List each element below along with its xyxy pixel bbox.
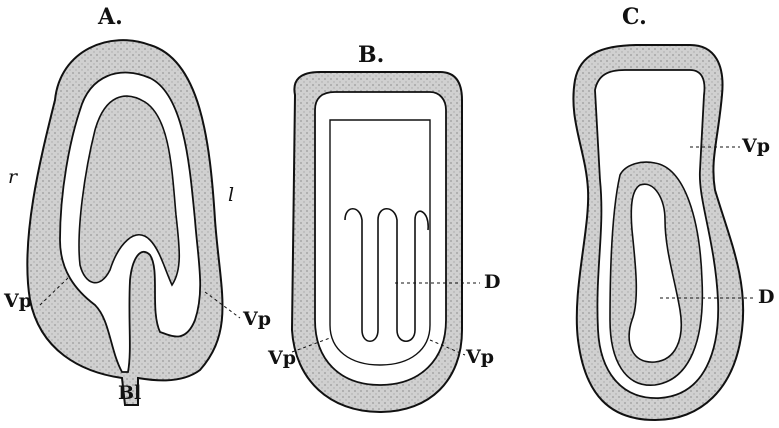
panel-a-label-vp-left: Vp — [4, 292, 32, 311]
panel-b-label-vp-right: Vp — [466, 348, 494, 367]
panel-b-drawing — [292, 72, 480, 412]
panel-a-label-bl: Bl — [118, 384, 141, 403]
panel-c-title: C. — [622, 6, 647, 28]
panel-b-title: B. — [358, 44, 384, 66]
panel-c-drawing — [573, 45, 755, 420]
panel-b-label-d: D — [484, 273, 500, 292]
panel-b-label-vp-left: Vp — [268, 349, 296, 368]
panel-a-label-l: l — [228, 186, 234, 205]
panel-a-label-r: r — [8, 168, 17, 187]
panel-a-title: A. — [98, 6, 123, 28]
panel-c-label-vp: Vp — [742, 137, 770, 156]
panel-a-label-vp-right: Vp — [243, 310, 271, 329]
panel-c-label-d: D — [758, 288, 774, 307]
panel-a-drawing — [27, 40, 240, 405]
